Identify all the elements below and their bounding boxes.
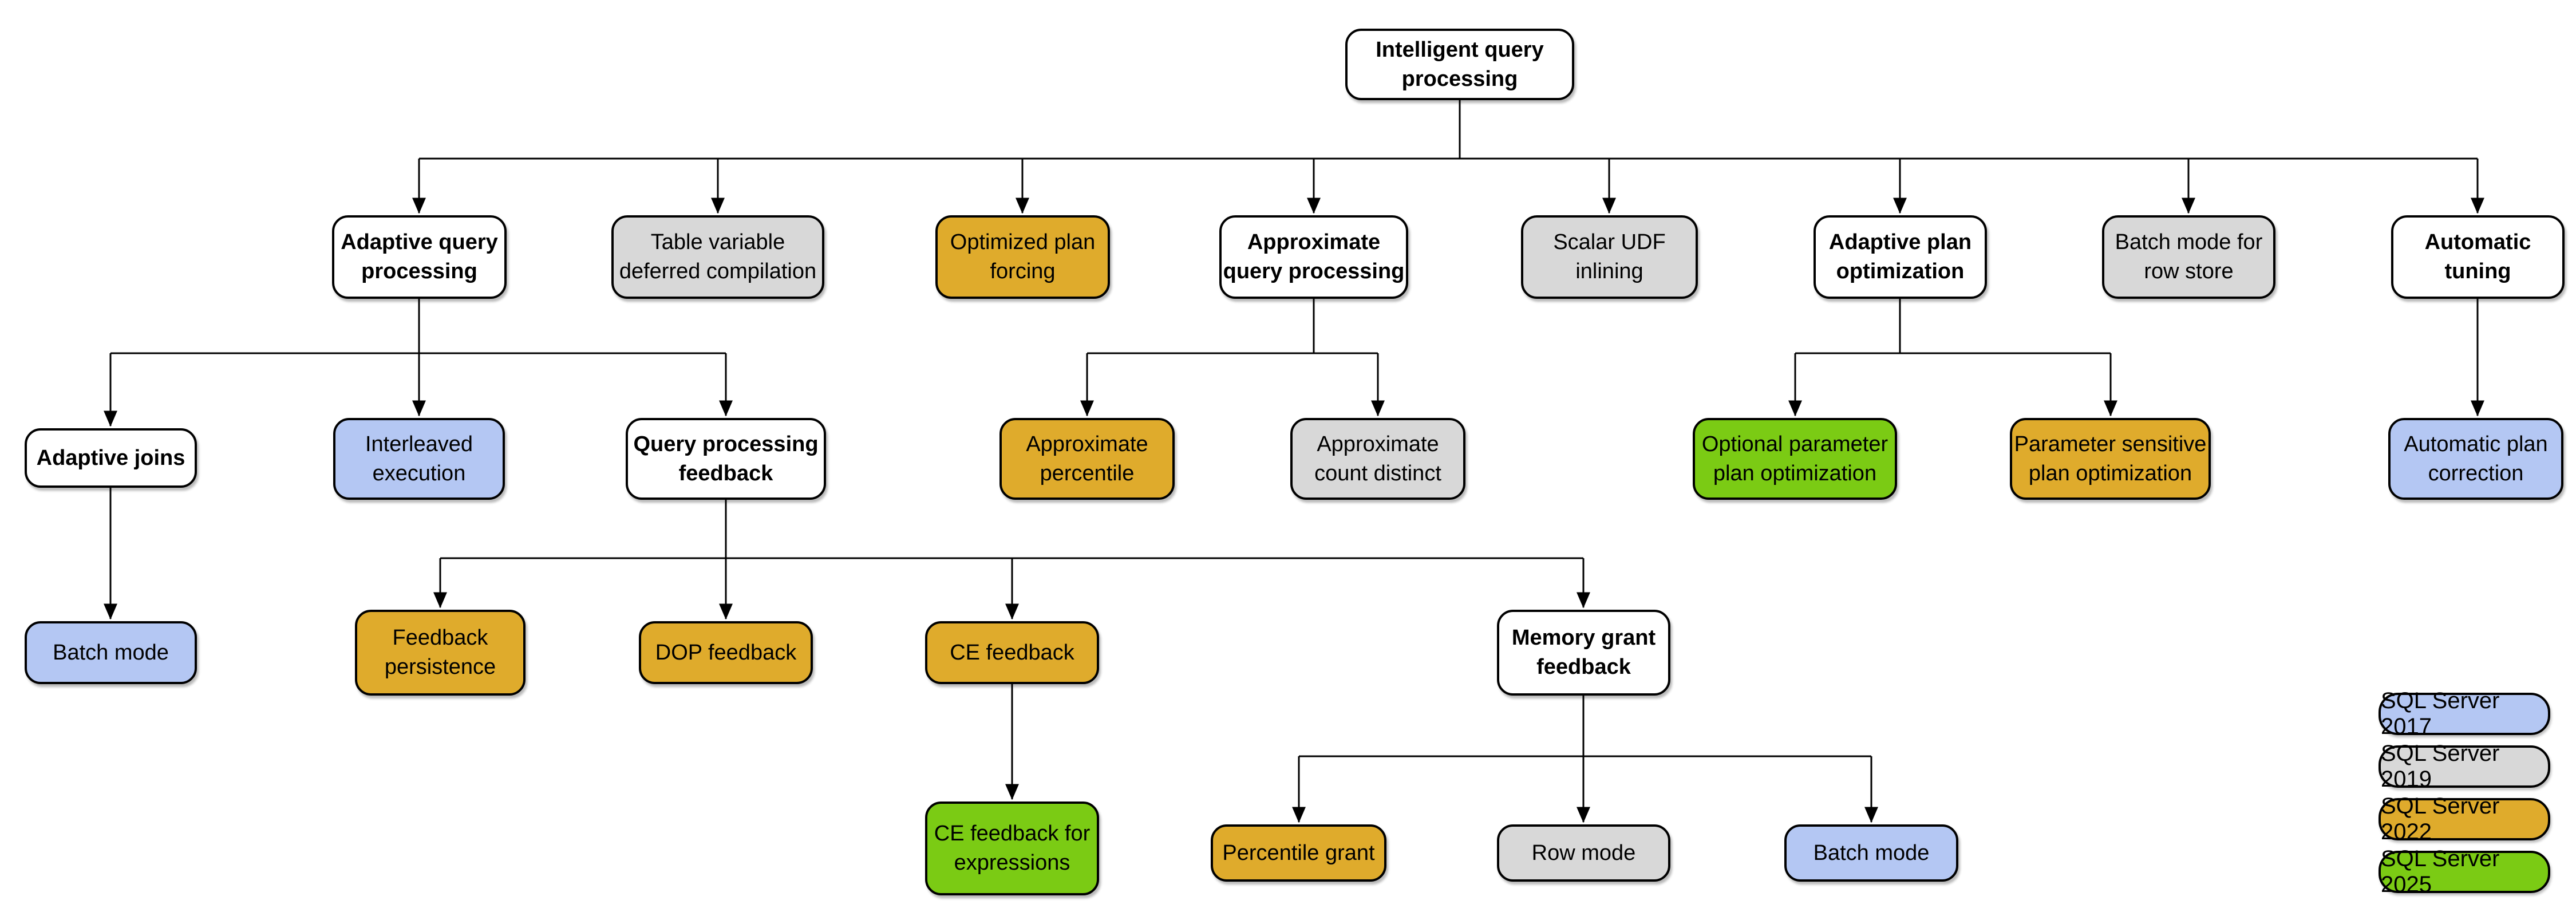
node-ce-feedback: CE feedback: [925, 621, 1099, 684]
node-automatic-plan-correction: Automatic plan correction: [2388, 418, 2563, 500]
node-batch-mode-for-row-store: Batch mode for row store: [2102, 215, 2275, 299]
legend-chip-sql-server-2017: SQL Server 2017: [2379, 688, 2550, 739]
node-intelligent-query-processing: Intelligent query processing: [1345, 29, 1574, 100]
node-adaptive-plan-optimization: Adaptive plan optimization: [1814, 215, 1987, 299]
node-query-processing-feedback: Query processing feedback: [626, 418, 826, 500]
legend-chip-sql-server-2025: SQL Server 2025: [2379, 846, 2550, 897]
node-automatic-tuning: Automatic tuning: [2391, 215, 2565, 299]
node-batch-mode-adaptive-joins: Batch mode: [25, 621, 197, 684]
node-row-mode: Row mode: [1497, 824, 1670, 882]
legend-chip-sql-server-2022: SQL Server 2022: [2379, 793, 2550, 844]
node-approximate-query-processing: Approximate query processing: [1219, 215, 1408, 299]
node-parameter-sensitive-plan-optimization: Parameter sensitive plan optimization: [2010, 418, 2211, 500]
node-memory-grant-feedback: Memory grant feedback: [1497, 610, 1670, 696]
node-optimized-plan-forcing: Optimized plan forcing: [935, 215, 1110, 299]
node-adaptive-query-processing: Adaptive query processing: [332, 215, 507, 299]
node-optional-parameter-plan-optimization: Optional parameter plan optimization: [1693, 418, 1897, 500]
node-approximate-count-distinct: Approximate count distinct: [1290, 418, 1465, 500]
node-dop-feedback: DOP feedback: [639, 621, 813, 684]
node-approximate-percentile: Approximate percentile: [999, 418, 1175, 500]
node-batch-mode-memory-grant: Batch mode: [1784, 824, 1958, 882]
node-percentile-grant: Percentile grant: [1211, 824, 1386, 882]
node-ce-feedback-for-expressions: CE feedback for expressions: [925, 802, 1099, 895]
node-interleaved-execution: Interleaved execution: [333, 418, 505, 500]
node-feedback-persistence: Feedback persistence: [355, 610, 526, 696]
node-adaptive-joins: Adaptive joins: [25, 428, 197, 488]
node-table-variable-deferred-compilation: Table variable deferred compilation: [611, 215, 824, 299]
node-scalar-udf-inlining: Scalar UDF inlining: [1521, 215, 1698, 299]
legend-chip-sql-server-2019: SQL Server 2019: [2379, 741, 2550, 792]
